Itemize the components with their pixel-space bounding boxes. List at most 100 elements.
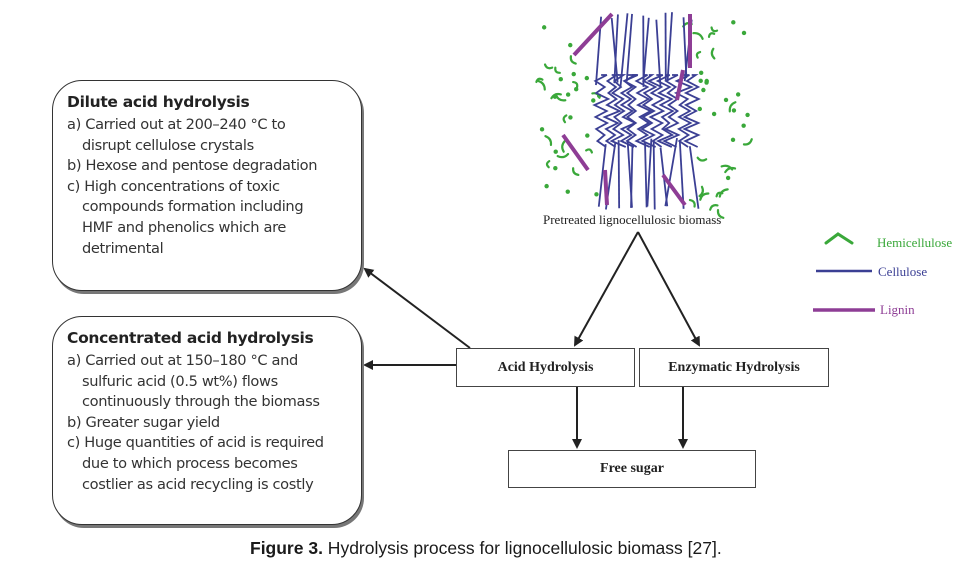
- dilute-acid-list: a) Carried out at 200–240 °C to disrupt c…: [67, 115, 351, 259]
- hemicellulose-fiber: [572, 167, 580, 176]
- lignin-fiber: [675, 69, 685, 101]
- concentrated-acid-item-text: b) Greater sugar yield: [67, 413, 220, 431]
- dilute-acid-item-continuation: detrimental: [82, 239, 164, 257]
- hemicellulose-fiber: [544, 135, 553, 147]
- arrow-biomass-to-enzymatic: [637, 231, 700, 347]
- concentrated-acid-item-continuation: continuously through the biomass: [82, 393, 320, 411]
- cellulose-wavy-fiber: [646, 74, 666, 148]
- cellulose-fiber: [610, 17, 619, 83]
- hemicellulose-dot: [731, 108, 737, 113]
- hemicellulose-fiber: [710, 26, 719, 33]
- cellulose-wavy-fiber: [662, 74, 681, 148]
- cellulose-wavy-fiber: [655, 74, 675, 148]
- hemicellulose-dot: [544, 183, 549, 189]
- hemicellulose-dot: [591, 98, 596, 103]
- hemicellulose-dot: [725, 175, 731, 181]
- cellulose-wavy-fiber: [592, 74, 611, 148]
- concentrated-acid-item: b) Greater sugar yield: [67, 413, 351, 434]
- dilute-acid-item-continuation: disrupt cellulose crystals: [82, 136, 254, 154]
- hemicellulose-fiber: [724, 166, 737, 174]
- acid-hydrolysis-box: Acid Hydrolysis: [456, 348, 635, 387]
- hemicellulose-dot: [701, 87, 706, 93]
- hemicellulose-dot: [568, 115, 573, 120]
- cellulose-fiber: [626, 140, 633, 208]
- dilute-acid-item-continuation: HMF and phenolics which are: [82, 218, 287, 236]
- arrow-biomass-to-acid: [574, 231, 639, 347]
- hemicellulose-fiber: [710, 47, 716, 60]
- concentrated-acid-item: a) Carried out at 150–180 °C and sulfuric…: [67, 351, 351, 413]
- cellulose-fiber: [625, 13, 633, 82]
- cellulose-wavy-fiber: [640, 74, 658, 148]
- concentrated-acid-item-continuation: costlier as acid recycling is costly: [82, 475, 314, 493]
- concentrated-acid-item-text: a) Carried out at 150–180 °C and: [67, 352, 298, 369]
- dilute-acid-item-continuation: compounds formation including: [82, 198, 304, 216]
- hemicellulose-dot: [568, 42, 573, 48]
- cellulose-fiber: [597, 143, 607, 207]
- hemicellulose-fiber: [554, 66, 561, 74]
- lignin-fiber: [572, 12, 614, 57]
- cellulose-fiber: [619, 13, 629, 87]
- hemicellulose-dot: [723, 97, 729, 103]
- hemicellulose-fiber: [556, 152, 570, 159]
- hemicellulose-fiber: [572, 80, 579, 89]
- enzymatic-hydrolysis-box: Enzymatic Hydrolysis: [639, 348, 829, 387]
- dilute-acid-item-text: a) Carried out at 200–240 °C to: [67, 116, 286, 133]
- hemicellulose-fiber: [537, 79, 546, 91]
- hemicellulose-dot: [553, 165, 558, 171]
- lignin-fiber: [561, 133, 590, 172]
- hemicellulose-fiber: [716, 208, 725, 219]
- caption-text: Hydrolysis process for lignocellulosic b…: [322, 538, 722, 558]
- hemicellulose-dot: [558, 77, 563, 82]
- dilute-acid-item-text: b) Hexose and pentose degradation: [67, 157, 318, 175]
- hemicellulose-arc-icon: [824, 232, 854, 245]
- legend-lignin: Lignin: [880, 302, 915, 317]
- hemicellulose-dot: [704, 80, 709, 85]
- dilute-acid-hydrolysis-box: Dilute acid hydrolysis a) Carried out at…: [52, 80, 362, 291]
- hemicellulose-dot: [541, 25, 547, 30]
- free-sugar-box: Free sugar: [508, 450, 756, 488]
- hemicellulose-fiber: [692, 31, 704, 40]
- hemicellulose-dot: [539, 127, 545, 132]
- hemicellulose-dot: [698, 70, 704, 76]
- cellulose-fiber: [664, 137, 678, 207]
- legend-cellulose: Cellulose: [878, 264, 928, 279]
- biomass-label: Pretreated lignocellulosic biomass: [543, 212, 722, 227]
- dilute-acid-item: a) Carried out at 200–240 °C to disrupt c…: [67, 115, 351, 156]
- cellulose-wavy-fiber: [634, 74, 653, 148]
- hemicellulose-dot: [730, 137, 736, 143]
- cellulose-wavy-fiber: [609, 74, 627, 148]
- concentrated-acid-list: a) Carried out at 150–180 °C and sulfuric…: [67, 351, 351, 495]
- hemicellulose-fiber: [585, 148, 594, 154]
- hemicellulose-dot: [741, 123, 746, 128]
- hemicellulose-dot: [697, 106, 702, 112]
- hemicellulose-fiber: [545, 160, 551, 169]
- hemicellulose-fiber: [698, 185, 704, 198]
- hemicellulose-dot: [571, 71, 576, 77]
- hemicellulose-dot: [594, 192, 599, 197]
- hemicellulose-fiber: [688, 198, 696, 208]
- dilute-acid-item: b) Hexose and pentose degradation: [67, 156, 351, 177]
- caption-label: Figure 3.: [250, 538, 323, 558]
- hemicellulose-dot: [565, 92, 571, 97]
- hemicellulose-fiber: [718, 188, 729, 198]
- dilute-acid-item: c) High concentrations of toxic compounds…: [67, 177, 351, 259]
- cellulose-fiber: [617, 140, 621, 209]
- lignin-fiber: [661, 173, 687, 207]
- cellulose-wavy-fiber: [602, 74, 622, 148]
- concentrated-acid-item-continuation: sulfuric acid (0.5 wt%) flows: [82, 372, 278, 390]
- hemicellulose-fiber: [695, 50, 702, 59]
- hemicellulose-fiber: [742, 138, 753, 146]
- dilute-acid-item-text: c) High concentrations of toxic: [67, 177, 280, 195]
- hemicellulose-dot: [553, 149, 558, 154]
- hemicellulose-fiber: [709, 204, 719, 211]
- cellulose-fiber: [644, 141, 648, 208]
- hemicellulose-dot: [745, 112, 750, 118]
- hemicellulose-dot: [741, 30, 747, 36]
- hemicellulose-fiber: [543, 63, 554, 70]
- concentrated-acid-item-text: c) Huge quantities of acid is required: [67, 434, 324, 452]
- cellulose-fiber: [642, 17, 650, 83]
- dilute-acid-title: Dilute acid hydrolysis: [67, 93, 250, 111]
- cellulose-wavy-fiber: [622, 74, 639, 148]
